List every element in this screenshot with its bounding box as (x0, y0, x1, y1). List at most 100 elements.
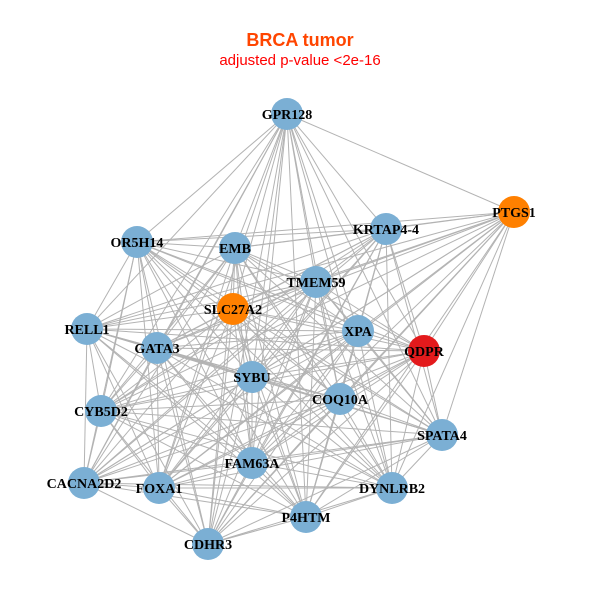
node-QDPR: QDPR (404, 335, 445, 367)
node-COQ10A: COQ10A (312, 383, 369, 415)
edge-QDPR-SYBU (251, 350, 425, 378)
edge-SLC27A2-COQ10A (232, 308, 341, 400)
edge-COQ10A-DYNLRB2 (339, 398, 393, 489)
node-SLC27A2: SLC27A2 (204, 293, 262, 325)
edge-PTGS1-QDPR (423, 211, 515, 352)
edge-XPA-SYBU (251, 330, 359, 378)
node-CDHR3: CDHR3 (184, 528, 232, 560)
node-label: EMB (219, 242, 251, 257)
edge-FAM63A-CACNA2D2 (83, 462, 253, 484)
edge-SYBU-P4HTM (251, 376, 307, 518)
node-label: FAM63A (225, 457, 281, 472)
edge-RELL1-DYNLRB2 (86, 328, 393, 489)
node-label: GPR128 (262, 108, 313, 123)
edge-GPR128-COQ10A (286, 113, 341, 400)
edge-GPR128-SLC27A2 (232, 113, 288, 310)
node-circle (370, 213, 402, 245)
edge-SLC27A2-RELL1 (86, 308, 234, 330)
edge-CYB5D2-P4HTM (100, 410, 307, 518)
node-label: SLC27A2 (204, 303, 262, 318)
node-circle (342, 315, 374, 347)
edge-XPA-CDHR3 (207, 330, 359, 545)
node-FOXA1: FOXA1 (136, 472, 182, 504)
edge-SYBU-FOXA1 (158, 376, 253, 489)
edge-KRTAP4-4-RELL1 (86, 228, 387, 330)
edge-CACNA2D2-DYNLRB2 (83, 482, 393, 489)
edge-TMEM59-CDHR3 (207, 281, 317, 545)
edge-GATA3-CACNA2D2 (83, 347, 158, 484)
edge-PTGS1-DYNLRB2 (391, 211, 515, 489)
edge-OR5H14-RELL1 (86, 241, 138, 330)
edge-SYBU-CDHR3 (207, 376, 253, 545)
edge-P4HTM-CDHR3 (207, 516, 307, 545)
node-label: KRTAP4-4 (353, 223, 419, 238)
edge-GPR128-SPATA4 (286, 113, 443, 436)
edge-FAM63A-FOXA1 (158, 462, 253, 489)
edge-EMB-XPA (234, 247, 359, 332)
edge-GPR128-RELL1 (86, 113, 288, 330)
figure-subtitle: adjusted p-value <2e-16 (219, 52, 381, 69)
node-label: CYB5D2 (74, 405, 128, 420)
node-circle (85, 395, 117, 427)
node-circle (217, 293, 249, 325)
edge-OR5H14-EMB (136, 241, 236, 249)
edge-TMEM59-FOXA1 (158, 281, 317, 489)
edge-COQ10A-FAM63A (251, 398, 341, 464)
edge-EMB-RELL1 (86, 247, 236, 330)
edge-SPATA4-FOXA1 (158, 434, 443, 489)
node-PTGS1: PTGS1 (492, 196, 536, 228)
edges-layer (83, 113, 515, 545)
node-circle (143, 472, 175, 504)
edge-OR5H14-CDHR3 (136, 241, 209, 545)
edge-SYBU-CYB5D2 (100, 376, 253, 412)
edge-EMB-QDPR (234, 247, 425, 352)
node-label: CACNA2D2 (47, 477, 122, 492)
edge-XPA-CYB5D2 (100, 330, 359, 412)
edge-COQ10A-CDHR3 (207, 398, 341, 545)
edge-COQ10A-FOXA1 (158, 398, 341, 489)
node-circle (408, 335, 440, 367)
edge-CACNA2D2-CDHR3 (83, 482, 209, 545)
edge-KRTAP4-4-FOXA1 (158, 228, 387, 489)
edge-KRTAP4-4-SPATA4 (385, 228, 443, 436)
edge-CYB5D2-FAM63A (100, 410, 253, 464)
edge-GPR128-KRTAP4-4 (286, 113, 387, 230)
edge-OR5H14-GATA3 (136, 241, 158, 349)
edge-PTGS1-SPATA4 (441, 211, 515, 436)
node-label: OR5H14 (111, 236, 164, 251)
edge-SLC27A2-FOXA1 (158, 308, 234, 489)
edge-TMEM59-QDPR (315, 281, 425, 352)
edge-PTGS1-P4HTM (305, 211, 515, 518)
node-FAM63A: FAM63A (225, 447, 281, 479)
node-circle (219, 232, 251, 264)
edge-KRTAP4-4-CACNA2D2 (83, 228, 387, 484)
node-RELL1: RELL1 (64, 313, 110, 345)
node-circle (236, 361, 268, 393)
node-label: DYNLRB2 (359, 482, 425, 497)
node-XPA: XPA (342, 315, 374, 347)
edge-KRTAP4-4-DYNLRB2 (385, 228, 393, 489)
node-circle (376, 472, 408, 504)
node-label: SPATA4 (417, 429, 467, 444)
edge-GPR128-FAM63A (251, 113, 288, 464)
node-label: PTGS1 (492, 206, 536, 221)
edge-RELL1-CDHR3 (86, 328, 209, 545)
edge-XPA-GATA3 (156, 330, 359, 349)
edge-QDPR-GATA3 (156, 347, 425, 352)
node-TMEM59: TMEM59 (286, 266, 346, 298)
node-circle (498, 196, 530, 228)
node-circle (121, 226, 153, 258)
edge-COQ10A-P4HTM (305, 398, 341, 518)
edge-KRTAP4-4-SYBU (251, 228, 387, 378)
edge-CACNA2D2-P4HTM (83, 482, 307, 518)
edge-SLC27A2-CACNA2D2 (83, 308, 234, 484)
edge-GPR128-PTGS1 (286, 113, 515, 213)
edge-GPR128-OR5H14 (136, 113, 288, 243)
node-EMB: EMB (219, 232, 251, 264)
node-circle (236, 447, 268, 479)
edge-PTGS1-SLC27A2 (232, 211, 515, 310)
node-circle (426, 419, 458, 451)
node-label: GATA3 (134, 342, 179, 357)
